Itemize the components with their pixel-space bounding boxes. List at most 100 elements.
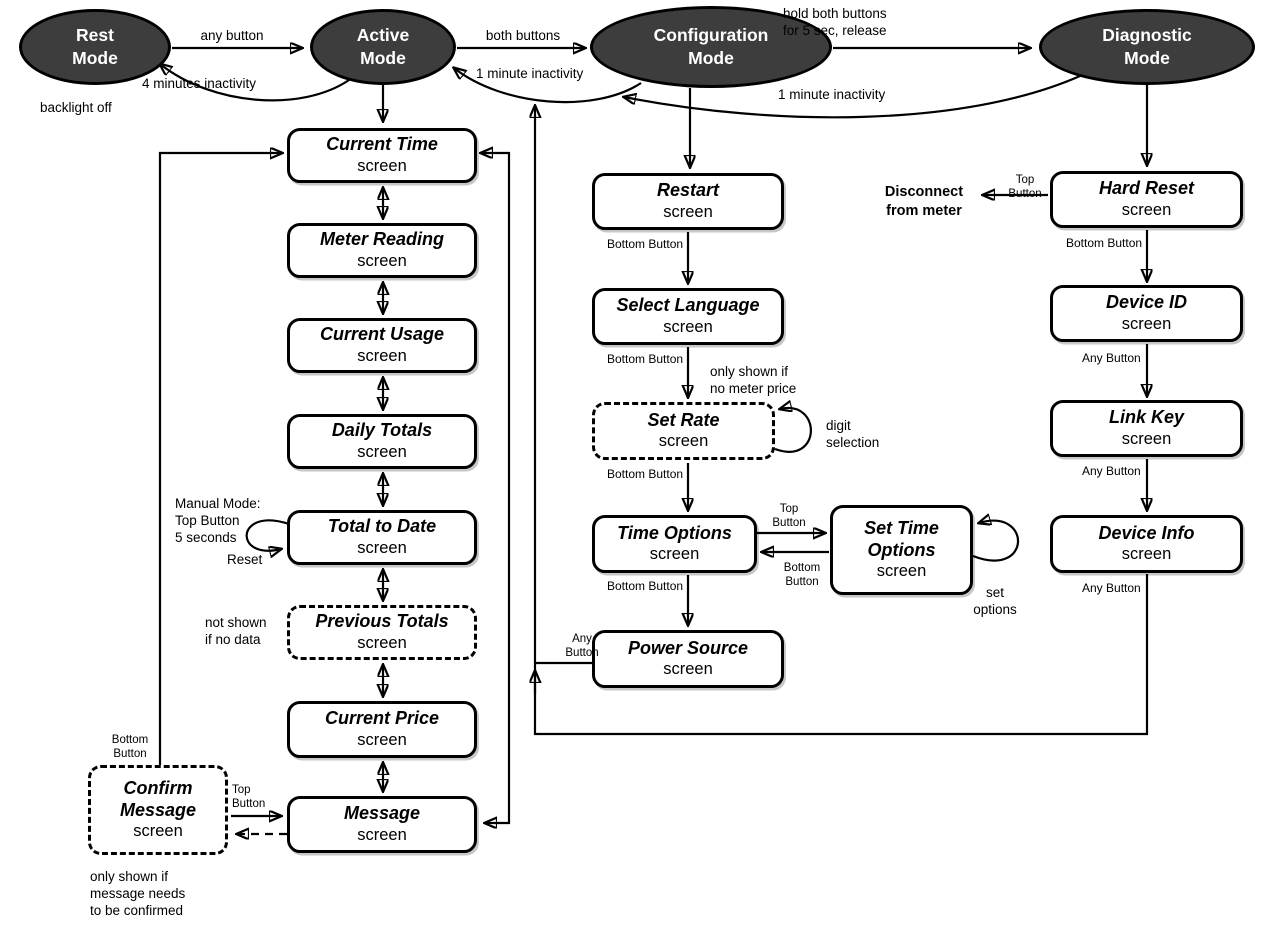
edge-label-both-buttons: both buttons [485, 28, 561, 43]
screen-subtitle: screen [357, 633, 407, 652]
screen-current-usage: Current Usage screen [287, 318, 477, 373]
screen-title: Total to Date [327, 516, 437, 537]
note-only-shown-if-no-meter-price: only shown if no meter price [710, 364, 797, 396]
edge-label-any-button: any button [200, 28, 264, 43]
screen-power-source: Power Source screen [592, 630, 784, 688]
edge-label-bottom-button-restart: Bottom Button [607, 237, 684, 251]
screen-subtitle: screen [357, 538, 407, 557]
edge-label-bottom-button-set-time: Bottom Button [783, 562, 821, 588]
note-backlight-off: backlight off [40, 100, 112, 115]
note-manual-mode: Manual Mode: Top Button 5 seconds [175, 496, 261, 545]
screen-title: Message [343, 803, 421, 824]
screen-title: Device Info [1098, 522, 1195, 543]
note-not-shown-if-no-data: not shown if no data [205, 615, 267, 647]
screen-title: Current Usage [319, 324, 445, 345]
screen-title: Previous Totals [315, 611, 449, 632]
screen-current-price: Current Price screen [287, 701, 477, 758]
screen-subtitle: screen [1121, 314, 1172, 333]
mode-configuration-label: Configuration Mode [653, 25, 769, 68]
edge-label-any-button-power-source: Any Button [565, 633, 599, 659]
edge-label-top-button-time-options: Top Button [772, 503, 806, 529]
screen-meter-reading: Meter Reading screen [287, 223, 477, 278]
edge-device-info-return-to-active [535, 106, 1149, 736]
screen-message: Message screen [287, 796, 477, 853]
screen-confirm-message: Confirm Message screen [88, 765, 228, 855]
edge-label-set-options: set options [973, 585, 1017, 617]
screen-subtitle: screen [876, 562, 927, 581]
screen-device-info: Device Info screen [1050, 515, 1243, 573]
screen-hard-reset: Hard Reset screen [1050, 171, 1243, 228]
note-disconnect-from-meter: Disconnect from meter [884, 184, 964, 219]
edge-label-bottom-button-select-language: Bottom Button [607, 352, 684, 366]
mode-rest-node: Rest Mode [19, 9, 171, 85]
edge-active-rest-curve [160, 64, 350, 102]
screen-subtitle: screen [357, 442, 407, 461]
screen-current-time: Current Time screen [287, 128, 477, 183]
screen-title: Current Price [324, 708, 440, 729]
mode-configuration-node: Configuration Mode [590, 6, 832, 88]
screen-daily-totals: Daily Totals screen [287, 414, 477, 469]
edge-total-to-date-self-loop [245, 519, 290, 550]
screen-title: Daily Totals [331, 420, 433, 441]
edge-label-one-minute-inactivity-config: 1 minute inactivity [778, 87, 886, 102]
edge-confirm-current-time [158, 153, 282, 765]
edge-diag-config-curve [624, 74, 1081, 119]
screen-title: Power Source [627, 637, 749, 658]
edge-set-rate-self-loop [774, 408, 812, 453]
edge-label-hold-both-buttons: hold both buttons for 5 sec, release [783, 6, 887, 38]
mode-rest-label: Rest Mode [72, 25, 118, 68]
edge-label-bottom-button-confirm: Bottom Button [111, 734, 149, 760]
screen-restart: Restart screen [592, 173, 784, 230]
screen-subtitle: screen [133, 822, 183, 841]
screen-title: Link Key [1108, 407, 1185, 428]
screen-select-language: Select Language screen [592, 288, 784, 345]
screen-device-id: Device ID screen [1050, 285, 1243, 342]
edge-label-any-button-device-info: Any Button [1082, 581, 1141, 595]
edge-label-any-button-link-key: Any Button [1082, 464, 1141, 478]
screen-title: Meter Reading [319, 229, 445, 250]
screen-title: Current Time [326, 134, 438, 155]
mode-active-label: Active Mode [356, 25, 410, 68]
screen-title: Confirm Message [119, 778, 197, 820]
edge-label-top-button-confirm: Top Button [232, 784, 266, 810]
edge-set-time-self-loop [972, 521, 1020, 562]
mode-diagnostic-label: Diagnostic Mode [1102, 25, 1192, 68]
screen-subtitle: screen [658, 432, 709, 451]
screen-total-to-date: Total to Date screen [287, 510, 477, 565]
screen-time-options: Time Options screen [592, 515, 757, 573]
edge-label-reset: Reset [227, 552, 263, 567]
edge-label-bottom-button-hard-reset: Bottom Button [1066, 236, 1143, 250]
screen-subtitle: screen [357, 730, 407, 749]
edge-label-bottom-button-set-rate: Bottom Button [607, 467, 684, 481]
screen-subtitle: screen [357, 346, 407, 365]
screen-previous-totals: Previous Totals screen [287, 605, 477, 660]
screen-title: Time Options [617, 522, 732, 543]
screen-title: Select Language [616, 295, 760, 316]
screen-title: Device ID [1105, 292, 1188, 313]
screen-title: Restart [656, 180, 720, 201]
edge-label-digit-selection: digit selection [826, 418, 880, 450]
screen-title: Set Time Options [864, 518, 939, 560]
note-only-shown-if-confirm: only shown if message needs to be confir… [90, 869, 186, 918]
screen-subtitle: screen [663, 202, 713, 221]
edge-label-one-minute-inactivity-active: 1 minute inactivity [476, 66, 584, 81]
edge-label-top-button-hard-reset: Top Button [1008, 174, 1042, 200]
screen-subtitle: screen [1121, 545, 1172, 564]
screen-subtitle: screen [649, 545, 700, 564]
screen-title: Set Rate [647, 409, 720, 430]
edge-label-any-button-device-id: Any Button [1082, 351, 1141, 365]
edge-label-four-minutes-inactivity: 4 minutes inactivity [142, 76, 257, 91]
mode-diagnostic-node: Diagnostic Mode [1039, 9, 1255, 85]
screen-link-key: Link Key screen [1050, 400, 1243, 457]
screen-subtitle: screen [357, 156, 407, 175]
screen-set-rate: Set Rate screen [592, 402, 775, 460]
screen-subtitle: screen [1121, 429, 1172, 448]
screen-subtitle: screen [663, 317, 713, 336]
screen-subtitle: screen [357, 825, 407, 844]
edge-label-bottom-button-time-options: Bottom Button [607, 579, 684, 593]
edge-message-current-time-wrap [481, 153, 511, 823]
screen-subtitle: screen [1121, 200, 1172, 219]
screen-subtitle: screen [357, 251, 407, 270]
